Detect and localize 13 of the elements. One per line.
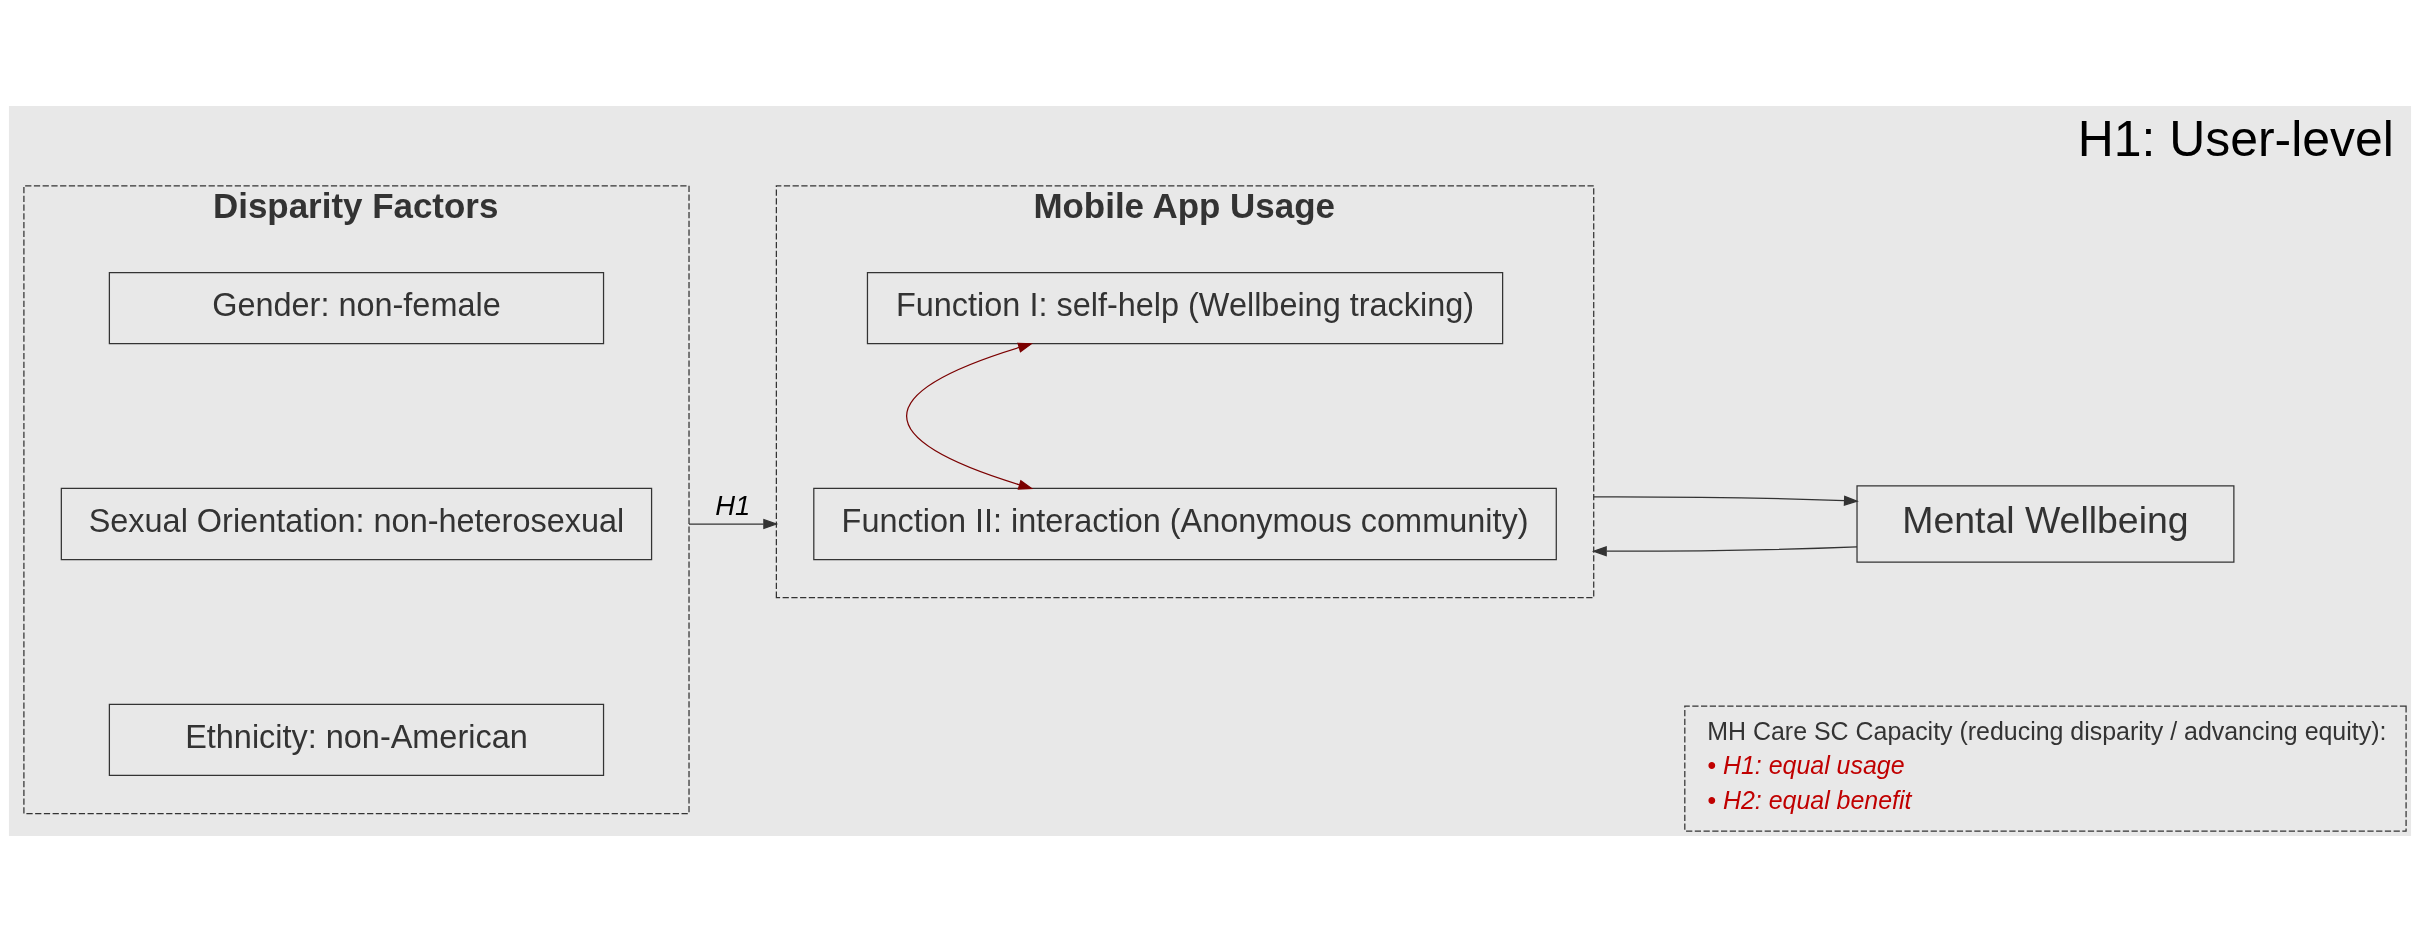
edge-label: H1 [715,489,751,521]
node-box: Function I: self-help (Wellbeing tracking) [866,271,1504,344]
arrow [1593,494,1859,506]
node-box: Gender: non-female [108,271,605,344]
diagram-title: H1: User-level [2077,110,2394,167]
node-box: Sexual Orientation: non-heterosexual [60,487,653,560]
arrow [1591,545,1858,556]
arrow [906,342,1034,490]
node-box: Function II: interaction (Anonymous community) [813,487,1557,560]
node-box: MH Care SC Capacity (reducing disparity / advancing equity): • H1: equal usage • H2: equal benefit [1684,705,2407,832]
node-box: Ethnicity: non-American [108,703,605,776]
arrow [688,518,779,529]
node-box: Mental Wellbeing [1856,484,2235,563]
